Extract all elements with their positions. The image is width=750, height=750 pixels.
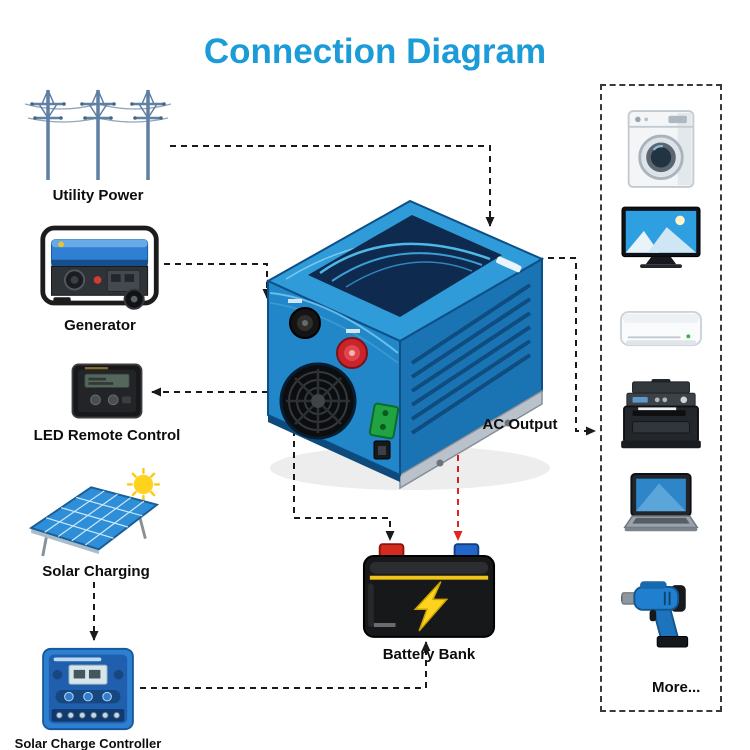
cooling-fan-icon bbox=[279, 362, 357, 440]
transmission-tower bbox=[130, 89, 166, 180]
printer-icon bbox=[621, 378, 701, 449]
transmission-tower bbox=[30, 89, 66, 180]
washing-machine-icon bbox=[627, 110, 695, 188]
solar-panel-icon bbox=[28, 467, 161, 557]
charge-controller-label: Solar Charge Controller bbox=[14, 736, 162, 750]
ac-terminal-block bbox=[368, 402, 400, 440]
ac-output-label: AC Output bbox=[482, 416, 558, 433]
remote-control-node: LED Remote Control bbox=[28, 360, 186, 444]
wire-inverter-to-battery-negative bbox=[293, 430, 395, 541]
page-title: Connection Diagram bbox=[203, 32, 547, 71]
inverter-node bbox=[250, 163, 550, 493]
remote-control-label: LED Remote Control bbox=[33, 427, 181, 444]
power-towers-icon bbox=[24, 89, 172, 180]
solar-charging-node: Solar Charging bbox=[20, 466, 172, 580]
solar-charging-label: Solar Charging bbox=[42, 563, 150, 580]
vent-slots bbox=[410, 283, 532, 435]
utility-power-node: Utility Power bbox=[18, 82, 178, 204]
utility-power-label: Utility Power bbox=[52, 187, 144, 204]
laptop-icon bbox=[623, 472, 699, 532]
power-inverter-icon bbox=[265, 199, 550, 490]
tv-icon bbox=[621, 206, 701, 269]
charge-controller-node: Solar Charge Controller bbox=[0, 646, 176, 750]
charge-controller-icon bbox=[42, 647, 134, 731]
wire-inverter-to-ac-output bbox=[548, 257, 596, 436]
transmission-tower bbox=[80, 89, 116, 180]
air-conditioner-icon bbox=[620, 310, 702, 347]
remote-control-icon bbox=[71, 363, 143, 419]
generator-node: Generator bbox=[34, 220, 166, 334]
battery-bank-node: Battery Bank bbox=[358, 542, 500, 663]
ac-appliances-box: More... bbox=[600, 84, 722, 712]
wire-utility-to-inverter bbox=[170, 145, 495, 227]
positive-terminal bbox=[336, 329, 368, 369]
battery-bank-label: Battery Bank bbox=[382, 646, 476, 663]
more-label: More... bbox=[652, 679, 701, 696]
generator-icon bbox=[39, 225, 159, 310]
lightning-bolt-icon bbox=[413, 581, 449, 632]
sun-icon bbox=[126, 467, 161, 502]
negative-terminal bbox=[288, 299, 321, 339]
power-drill-icon bbox=[621, 581, 689, 648]
wire-controller-to-battery bbox=[140, 641, 431, 689]
battery-bank-icon bbox=[362, 543, 496, 638]
generator-label: Generator bbox=[64, 317, 136, 334]
